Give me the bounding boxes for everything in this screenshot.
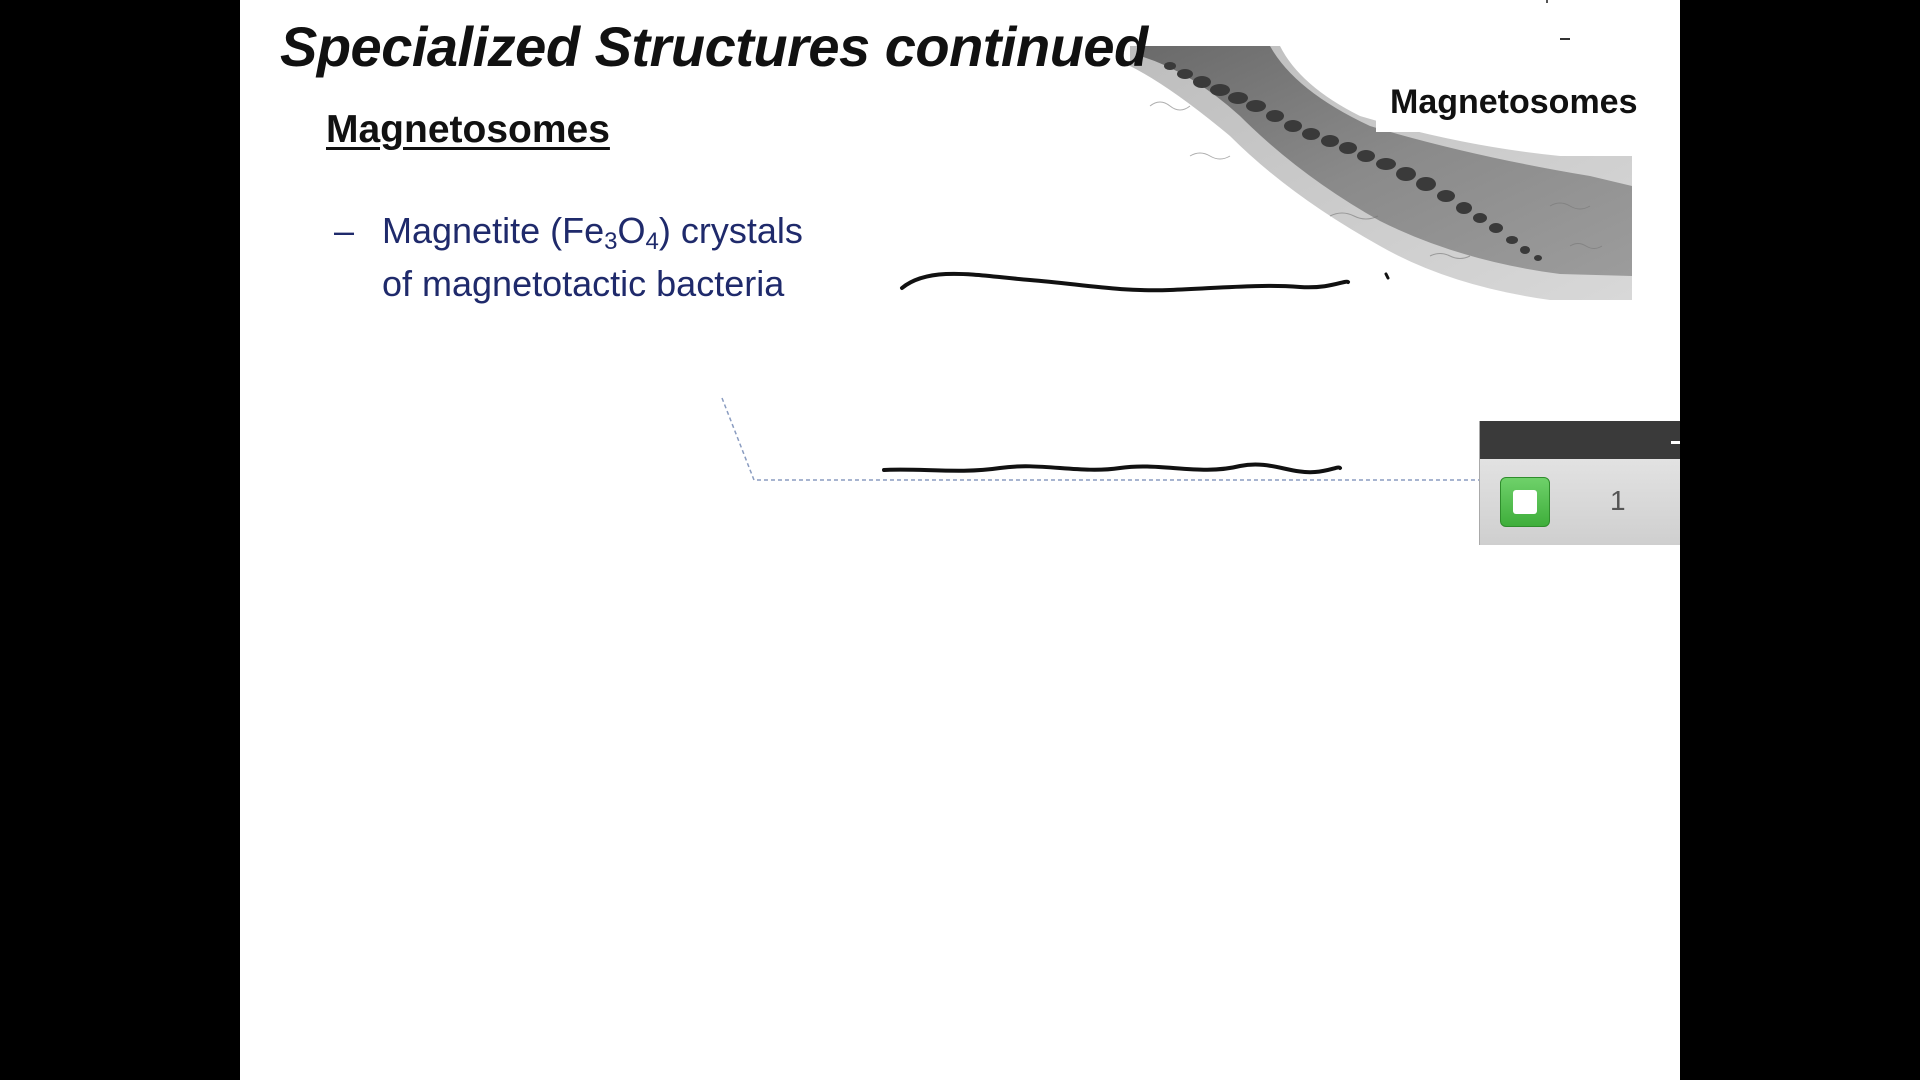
subscript-4: 4	[645, 228, 659, 255]
callout-leader-line	[721, 397, 1479, 481]
magnetosome-micrograph	[1130, 46, 1632, 300]
toolbar-body: 1	[1480, 459, 1680, 545]
bullet-line-1-mid: O	[617, 210, 646, 251]
cell-texture	[1149, 101, 1603, 259]
minimize-icon[interactable]	[1671, 441, 1680, 444]
magnetosome-chain	[1164, 62, 1542, 261]
stop-recording-button[interactable]	[1500, 477, 1550, 527]
stop-icon	[1513, 490, 1537, 514]
slide-mark-top	[1546, 0, 1548, 3]
bullet-dash: –	[334, 210, 355, 251]
bullet-line-1-post: ) crystals	[658, 210, 803, 251]
toolbar-titlebar[interactable]	[1480, 421, 1680, 459]
recording-toolbar: 1	[1479, 421, 1680, 545]
bullet-item: – Magnetite (Fe3O4) crystals of magnetot…	[334, 204, 803, 310]
slide: Specialized Structures continued Magneto…	[240, 0, 1680, 1080]
bullet-line-2: of magnetotactic bacteria	[382, 263, 785, 304]
slide-subtitle: Magnetosomes	[326, 108, 610, 151]
bullet-text: Magnetite (Fe3O4) crystals of magnetotac…	[382, 204, 803, 310]
bullet-line-1: Magnetite (Fe3O4) crystals	[382, 204, 803, 257]
slide-title: Specialized Structures continued	[280, 15, 1148, 78]
slide-mark	[1560, 38, 1570, 40]
bullet-line-1-pre: Magnetite (Fe	[382, 210, 605, 251]
image-label: Magnetosomes	[1376, 72, 1672, 132]
subscript-3: 3	[604, 228, 618, 255]
page-number: 1	[1610, 485, 1626, 516]
ink-stroke-3	[882, 462, 1342, 475]
